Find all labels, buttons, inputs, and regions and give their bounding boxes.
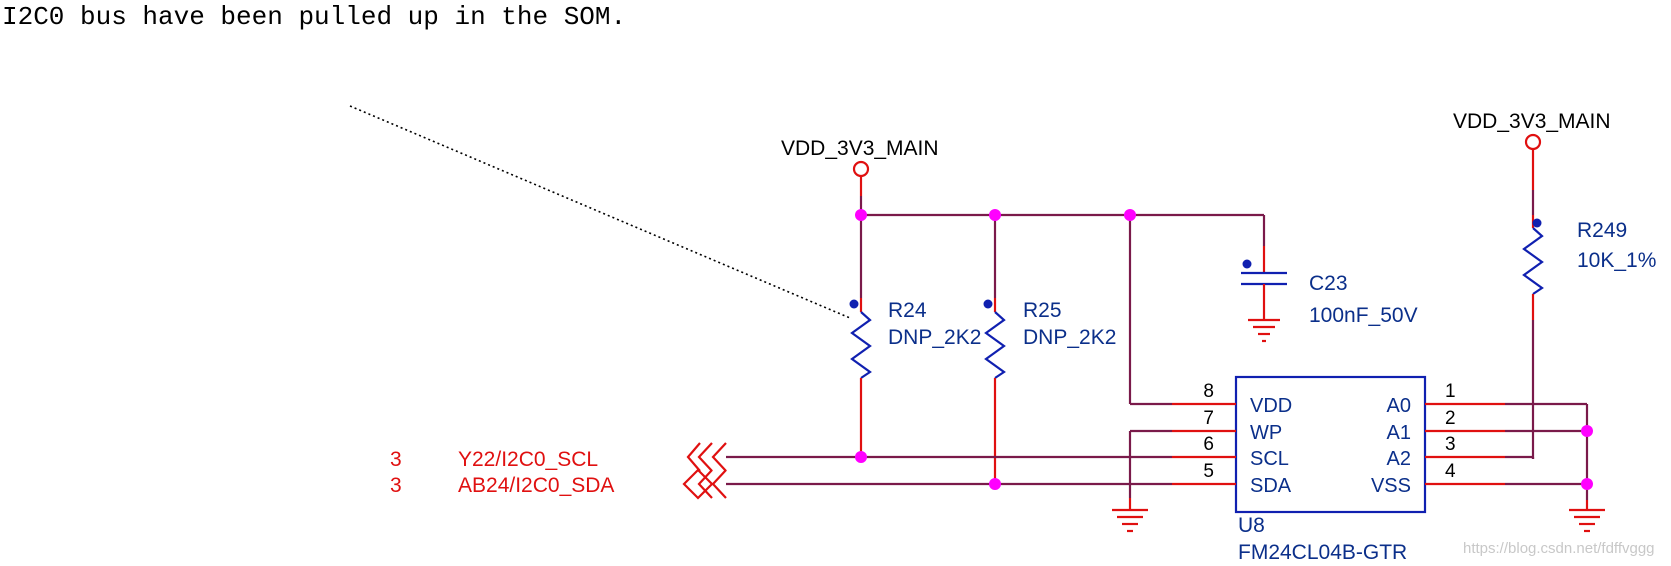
r25-ref: R25 — [1023, 299, 1062, 322]
pin-name: WP — [1250, 422, 1282, 444]
power-label-right: VDD_3V3_MAIN — [1453, 110, 1611, 133]
junctions — [855, 209, 1593, 490]
pin-name: A2 — [1387, 448, 1411, 470]
annotation-leader-line — [349, 105, 851, 319]
port-sheet-number: 3 — [390, 474, 402, 497]
r24-value: DNP_2K2 — [888, 326, 981, 349]
power-label-left: VDD_3V3_MAIN — [781, 137, 939, 160]
resistor-r24: R24 DNP_2K2 — [849, 298, 981, 456]
ic-u8: U8 FM24CL04B-GTR 8 7 6 5 VDD WP SCL SDA … — [1172, 375, 1505, 564]
junction-dot — [855, 451, 867, 463]
watermark: https://blog.csdn.net/fdffvggg — [1463, 540, 1655, 557]
pin-number: 1 — [1445, 381, 1456, 402]
ic-ref: U8 — [1238, 514, 1265, 537]
c23-value: 100nF_50V — [1309, 304, 1418, 327]
junction-dot — [1581, 478, 1593, 490]
pin-name: SCL — [1250, 448, 1289, 470]
ic-part-number: FM24CL04B-GTR — [1238, 541, 1407, 564]
address-wiring — [1505, 402, 1605, 533]
r249-value: 10K_1% — [1577, 249, 1656, 272]
r25-value: DNP_2K2 — [1023, 326, 1116, 349]
pin-number: 8 — [1203, 381, 1214, 402]
pin-name: A1 — [1387, 422, 1411, 444]
i2c-bus — [726, 455, 1172, 486]
ic-body — [1234, 375, 1427, 514]
power-symbol-left: VDD_3V3_MAIN — [781, 137, 939, 196]
vdd-rail — [859, 196, 1266, 406]
pin-number: 3 — [1445, 434, 1456, 455]
port-name-sda: AB24/I2C0_SDA — [458, 474, 614, 497]
pin-name: SDA — [1250, 475, 1292, 497]
pin-number: 2 — [1445, 408, 1456, 429]
pin-number: 5 — [1203, 461, 1214, 482]
capacitor-c23: C23 100nF_50V — [1241, 246, 1418, 343]
annotation-note: I2C0 bus have been pulled up in the SOM. — [2, 2, 626, 32]
port-connectors: 3 Y22/I2C0_SCL 3 AB24/I2C0_SDA — [390, 442, 727, 500]
power-terminal-left — [852, 160, 870, 178]
r24-ref: R24 — [888, 299, 927, 322]
resistor-r249: R249 10K_1% — [1522, 190, 1656, 459]
port-name-scl: Y22/I2C0_SCL — [458, 448, 598, 471]
port-sheet-number: 3 — [390, 448, 402, 471]
wp-ground — [1112, 429, 1172, 533]
pin-number: 4 — [1445, 461, 1456, 482]
pin-name: A0 — [1387, 395, 1411, 417]
resistor-r25: R25 DNP_2K2 — [983, 298, 1116, 484]
pin-name: VSS — [1371, 475, 1411, 497]
junction-dot — [989, 209, 1001, 221]
power-symbol-right: VDD_3V3_MAIN — [1453, 110, 1611, 190]
junction-dot — [1581, 425, 1593, 437]
junction-dot — [855, 209, 867, 221]
pin-number: 7 — [1203, 408, 1214, 429]
pin-number: 6 — [1203, 434, 1214, 455]
junction-dot — [989, 478, 1001, 490]
junction-dot — [1124, 209, 1136, 221]
pin-name: VDD — [1250, 395, 1292, 417]
r249-ref: R249 — [1577, 219, 1627, 242]
power-terminal-right — [1524, 133, 1542, 151]
c23-ref: C23 — [1309, 272, 1348, 295]
